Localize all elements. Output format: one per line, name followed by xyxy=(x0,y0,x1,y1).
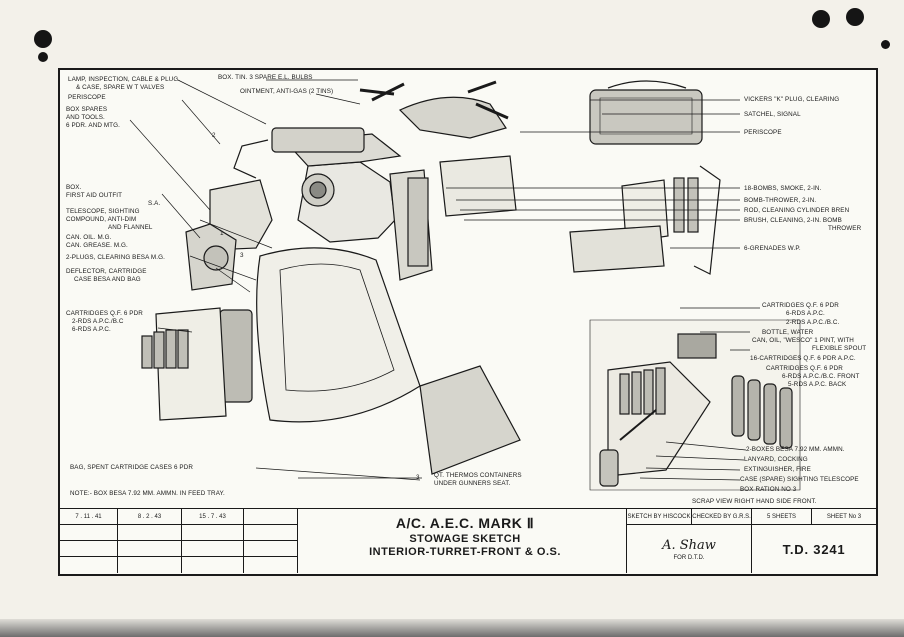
label-grenades-wp: 6-GRENADES W.P. xyxy=(744,245,801,252)
drawing-title: A/C. A.E.C. MARK Ⅱ STOWAGE SKETCH INTERI… xyxy=(300,515,630,558)
label-periscope-left: PERISCOPE xyxy=(68,94,106,101)
approval-signature: A. Shaw xyxy=(662,537,716,553)
revision-date: 8 . 2 . 43 xyxy=(118,509,182,525)
drawing-sheet: LAMP, INSPECTION, CABLE & PLUG. & CASE, … xyxy=(58,68,878,576)
label-can-grease-mg: CAN. GREASE. M.G. xyxy=(66,242,128,249)
label-6rds-apc-left: 6-RDS A.P.C. xyxy=(72,326,111,333)
label-box-spares: BOX SPARES xyxy=(66,106,108,113)
label-case-besa-bag: CASE BESA AND BAG xyxy=(74,276,141,283)
revision-date: 15 . 7 . 43 xyxy=(182,509,244,525)
revision-empty xyxy=(60,541,118,557)
label-box: BOX. xyxy=(66,184,82,191)
binder-hole xyxy=(881,40,890,49)
revision-empty xyxy=(244,541,298,557)
label-extinguisher-fire: EXTINGUISHER, FIRE xyxy=(744,466,811,473)
revision-empty xyxy=(182,525,244,541)
revision-empty xyxy=(182,557,244,573)
for-dtd: FOR D.T.D. xyxy=(673,554,705,561)
label-bottle-water: BOTTLE, WATER xyxy=(762,329,814,336)
binder-hole xyxy=(34,30,52,48)
td-number-cell: T.D. 3241 xyxy=(752,525,876,573)
label-under-gunners-seat: UNDER GUNNERS SEAT. xyxy=(434,480,511,487)
revision-empty xyxy=(244,525,298,541)
callout-number: 3 xyxy=(240,252,244,259)
stowage-illustration: LAMP, INSPECTION, CABLE & PLUG. & CASE, … xyxy=(60,70,876,508)
revision-empty xyxy=(60,525,118,541)
binder-hole xyxy=(38,52,48,62)
label-scrap-6rds-apc: 6-RDS A.P.C. xyxy=(786,310,825,317)
td-number: T.D. 3241 xyxy=(782,541,846,557)
binder-hole xyxy=(812,10,830,28)
label-lanyard-cocking: LANYARD, COCKING xyxy=(744,456,808,463)
label-box-tin-bulbs: BOX. TIN. 3 SPARE E.L. BULBS xyxy=(218,74,313,81)
label-box-ration: BOX RATION NO 3 xyxy=(740,486,797,493)
label-brush-cleaning: BRUSH, CLEANING, 2-IN. BOMB xyxy=(744,217,842,224)
label-16-cartridges: 16-CARTRIDGES Q.F. 6 PDR A.P.C. xyxy=(750,355,856,362)
label-thrower: THROWER xyxy=(828,225,862,232)
label-spare-valves: & CASE, SPARE W T VALVES xyxy=(76,84,165,91)
label-deflector-cartridge: DEFLECTOR, CARTRIDGE xyxy=(66,268,147,275)
revision-empty xyxy=(60,557,118,573)
revision-empty xyxy=(244,557,298,573)
label-plugs-clearing-besa: 2-PLUGS, CLEARING BESA M.G. xyxy=(66,254,165,261)
approval-signature-cell: A. Shaw FOR D.T.D. xyxy=(626,525,752,573)
label-6pdr-mtg: 6 PDR. AND MTG. xyxy=(66,122,120,129)
label-2rds-apc-bc-left: 2-RDS A.P.C./B.C xyxy=(72,318,124,325)
scan-edge-shadow xyxy=(0,619,904,637)
label-bomb-thrower: BOMB-THROWER, 2-IN. xyxy=(744,197,817,204)
label-scrap-cartridges-6pdr-2: CARTRIDGES Q.F. 6 PDR xyxy=(766,365,843,372)
revision-date: 7 . 11 . 41 xyxy=(60,509,118,525)
label-case-spare-telescope: CASE (SPARE) SIGHTING TELESCOPE xyxy=(740,476,859,483)
label-satchel-signal: SATCHEL, SIGNAL xyxy=(744,111,801,118)
checked-by: CHECKED BY G.R.S. xyxy=(692,509,752,525)
label-6rds-front: 6-RDS A.P.C./B.C. FRONT xyxy=(782,373,860,380)
label-scrap-cartridges-6pdr: CARTRIDGES Q.F. 6 PDR xyxy=(762,302,839,309)
revision-empty xyxy=(118,541,182,557)
label-bombs-smoke: 18-BOMBS, SMOKE, 2-IN. xyxy=(744,185,822,192)
label-can-oil-wesco: CAN, OIL, "WESCO" 1 PINT, WITH xyxy=(752,337,854,344)
label-scrap-view: SCRAP VIEW RIGHT HAND SIDE FRONT. xyxy=(692,498,817,505)
sketch-by: SKETCH BY HISCOCK xyxy=(626,509,692,525)
label-sa: S.A. xyxy=(148,200,161,207)
label-compound-anti-dim: COMPOUND, ANTI-DIM xyxy=(66,216,137,223)
title-vehicle: A/C. A.E.C. MARK Ⅱ xyxy=(395,515,535,531)
label-and-flannel: AND FLANNEL xyxy=(108,224,153,231)
label-vickers-k-plug: VICKERS "K" PLUG, CLEARING xyxy=(744,96,840,103)
title-interior-turret: INTERIOR-TURRET-FRONT & O.S. xyxy=(369,546,561,558)
revision-empty xyxy=(182,541,244,557)
label-telescope-sighting: TELESCOPE, SIGHTING xyxy=(66,208,140,215)
title-stowage-sketch: STOWAGE SKETCH xyxy=(409,533,521,545)
label-and-tools: AND TOOLS. xyxy=(66,114,105,121)
label-bag-spent-cartridge: BAG, SPENT CARTRIDGE CASES 6 PDR xyxy=(70,464,193,471)
label-rod-cleaning: ROD, CLEANING CYLINDER BREN xyxy=(744,207,850,214)
revision-empty xyxy=(118,525,182,541)
callout-3-thermos: 3 xyxy=(416,474,420,481)
label-5rds-back: 5-RDS A.P.C. BACK xyxy=(788,381,847,388)
note-box-besa-feed-tray: NOTE:- BOX BESA 7.92 MM. AMMN. IN FEED T… xyxy=(70,490,225,497)
callout-number: 2 xyxy=(212,132,216,139)
sheet-number: SHEET No 3 xyxy=(812,509,876,525)
callout-number: 1 xyxy=(220,230,224,237)
label-2-boxes-besa: 2-BOXES BESA 7.92 MM. AMMN. xyxy=(746,446,845,453)
label-lamp-inspection: LAMP, INSPECTION, CABLE & PLUG. xyxy=(68,76,181,83)
sheets-count: 5 SHEETS xyxy=(752,509,812,525)
turret-interior-drawing xyxy=(129,79,801,491)
label-scrap-2rds-apc-bc: 2-RDS A.P.C./B.C. xyxy=(786,319,840,326)
label-ointment-anti-gas: OINTMENT, ANTI-GAS (2 TINS) xyxy=(240,88,334,95)
label-thermos-containers: QT. THERMOS CONTAINERS xyxy=(434,472,522,479)
binder-hole xyxy=(846,8,864,26)
label-can-oil-mg: CAN. OIL. M.G. xyxy=(66,234,112,241)
label-first-aid: FIRST AID OUTFIT xyxy=(66,192,123,199)
label-flexible-spout: FLEXIBLE SPOUT xyxy=(812,345,867,352)
title-block: 7 . 11 . 41 8 . 2 . 43 15 . 7 . 43 A/C. … xyxy=(60,508,876,575)
revision-empty xyxy=(118,557,182,573)
label-periscope-right: PERISCOPE xyxy=(744,129,782,136)
revision-empty xyxy=(244,509,298,525)
label-cartridges-6pdr-left: CARTRIDGES Q.F. 6 PDR xyxy=(66,310,143,317)
